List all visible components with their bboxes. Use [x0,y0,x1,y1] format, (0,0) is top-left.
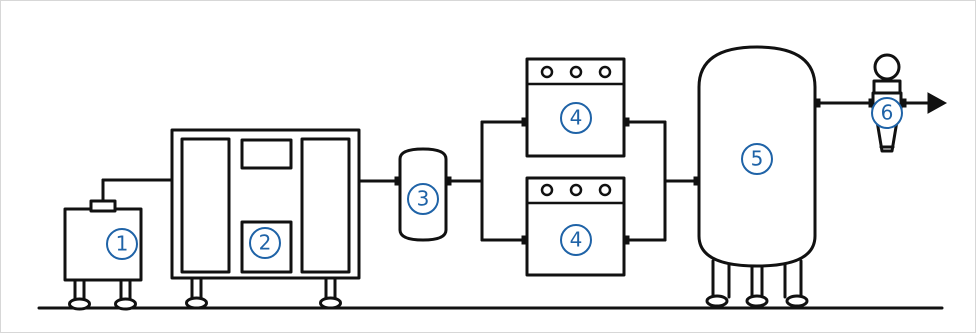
component-6-filter: 6 [818,53,930,153]
callout-1 [106,228,138,260]
label-1: 1 [116,232,129,256]
right-arrow-icon [927,92,948,114]
callout-5 [741,143,773,175]
label-2: 2 [259,231,272,255]
component-5-tank: 5 [697,45,821,308]
callout-2 [249,227,281,259]
label-5: 5 [751,147,764,171]
branch-piping [480,120,700,242]
label-3: 3 [417,187,430,211]
component-2-unit: 2 [170,128,361,310]
component-4-bottom: 4 [521,176,630,277]
callout-3 [407,183,439,215]
component-1-unit: 1 [63,178,174,311]
label-6: 6 [881,101,894,125]
component-4-top: 4 [521,57,630,158]
callout-4-top [560,102,592,134]
callout-6 [871,97,903,129]
label-4-top: 4 [570,106,583,130]
callout-4-bottom [560,224,592,256]
component-3-vessel: 3 [357,147,484,242]
label-4-bottom: 4 [570,228,583,252]
